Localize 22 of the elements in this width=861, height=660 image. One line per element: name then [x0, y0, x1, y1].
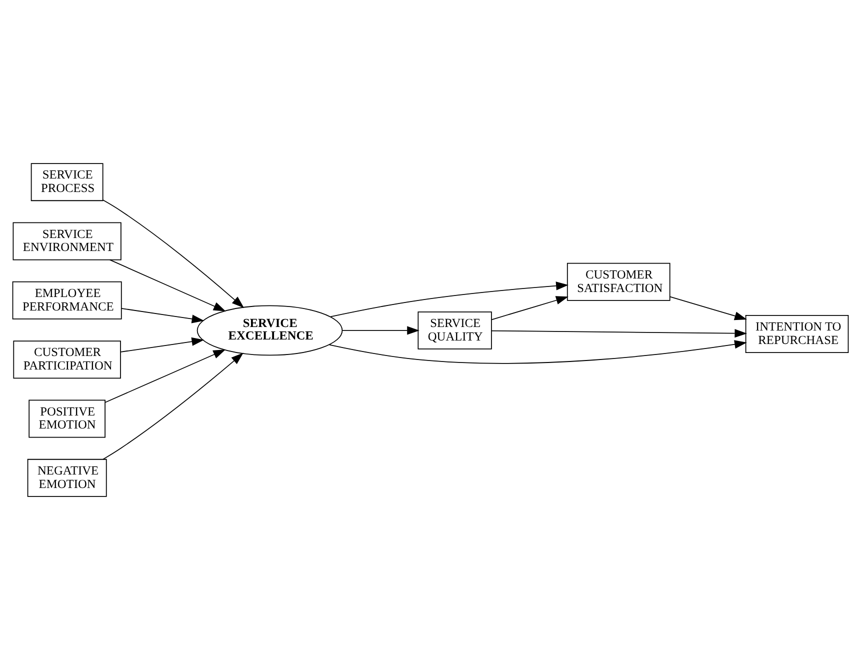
- node-box: SERVICE ENVIRONMENT: [12, 222, 122, 260]
- arrow: [329, 340, 747, 364]
- arrow: [669, 296, 747, 320]
- arrow: [330, 282, 568, 318]
- node-box: SERVICE PROCESS: [30, 163, 104, 202]
- arrow: [342, 326, 420, 335]
- node-box: CUSTOMER PARTICIPATION: [13, 340, 121, 379]
- arrow: [491, 329, 748, 338]
- node-box: CUSTOMER SATISFACTION: [566, 262, 670, 301]
- arrow: [102, 352, 244, 460]
- arrow: [102, 200, 244, 308]
- node-box: EMPLOYEE PERFORMANCE: [12, 281, 122, 320]
- arrow: [491, 296, 568, 320]
- node-box: INTENTION TO REPURCHASE: [745, 314, 849, 353]
- arrow: [109, 259, 226, 312]
- node-box: NEGATIVE EMOTION: [27, 458, 107, 497]
- arrow: [104, 349, 226, 403]
- node-box: POSITIVE EMOTION: [28, 400, 106, 438]
- node-ellipse: SERVICE EXCELLENCE: [196, 305, 343, 356]
- node-box: SERVICE QUALITY: [418, 311, 492, 350]
- arrow: [121, 308, 204, 324]
- arrow: [120, 337, 204, 352]
